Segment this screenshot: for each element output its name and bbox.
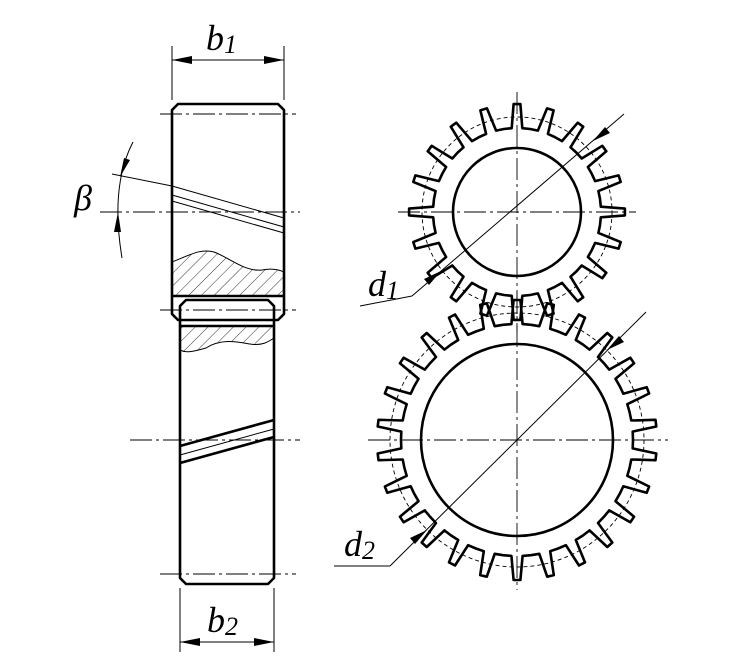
d1-subscript: 1 (386, 276, 399, 305)
arrow-head (120, 158, 130, 177)
arrow-head (424, 271, 441, 285)
arrow-head (254, 638, 274, 646)
diameter-line (411, 113, 625, 297)
dimension-b1: b1 (171, 18, 285, 100)
b1-subscript: 1 (224, 30, 237, 59)
wheel-helix-line (179, 428, 275, 456)
b2-label: b (207, 600, 225, 640)
pinion-break-line (171, 250, 285, 273)
b2-subscript: 2 (225, 612, 238, 641)
dimension-d1: d1 (359, 113, 625, 307)
pinion-side-view (100, 102, 300, 322)
wheel-helix-line (179, 435, 275, 465)
angle-arc (117, 141, 134, 259)
arrow-head (172, 56, 192, 64)
svg-text:b1: b1 (206, 18, 237, 59)
arrow-head (607, 336, 624, 350)
pinion-section-hatch (172, 250, 284, 296)
pinion-outline (170, 102, 286, 322)
arrow-head (410, 530, 427, 544)
helix-angle-beta: β (73, 141, 173, 259)
arrow-head (593, 127, 610, 141)
pinion-helix-line (171, 185, 285, 219)
leader-line (359, 295, 413, 307)
wheel-tooth-profile (376, 298, 658, 582)
arrow-head (114, 212, 121, 232)
pinion-tooth-profile (407, 102, 627, 322)
wheel-section-hatch (180, 326, 274, 353)
wheel-helix-line (179, 418, 275, 448)
d1-label: d (368, 264, 387, 304)
svg-text:b2: b2 (207, 600, 238, 641)
dimension-b2: b2 (179, 588, 275, 652)
wheel-front-view (368, 292, 668, 590)
wheel-side-view (130, 298, 300, 586)
d2-subscript: 2 (362, 536, 375, 565)
b1-label: b (206, 18, 224, 58)
svg-text:d1: d1 (368, 264, 399, 305)
wheel-outline (178, 298, 276, 586)
svg-text:d2: d2 (344, 524, 375, 565)
d2-label: d (344, 524, 363, 564)
diameter-line (389, 311, 647, 567)
beta-label: β (73, 178, 92, 218)
pinion-helix-line (171, 200, 285, 234)
arrow-head (180, 638, 200, 646)
dimension-d2: d2 (334, 311, 647, 567)
wheel-break-line (179, 337, 275, 353)
angle-extension-line (111, 173, 173, 187)
pinion-helix-line (171, 194, 285, 228)
arrow-head (264, 56, 284, 64)
